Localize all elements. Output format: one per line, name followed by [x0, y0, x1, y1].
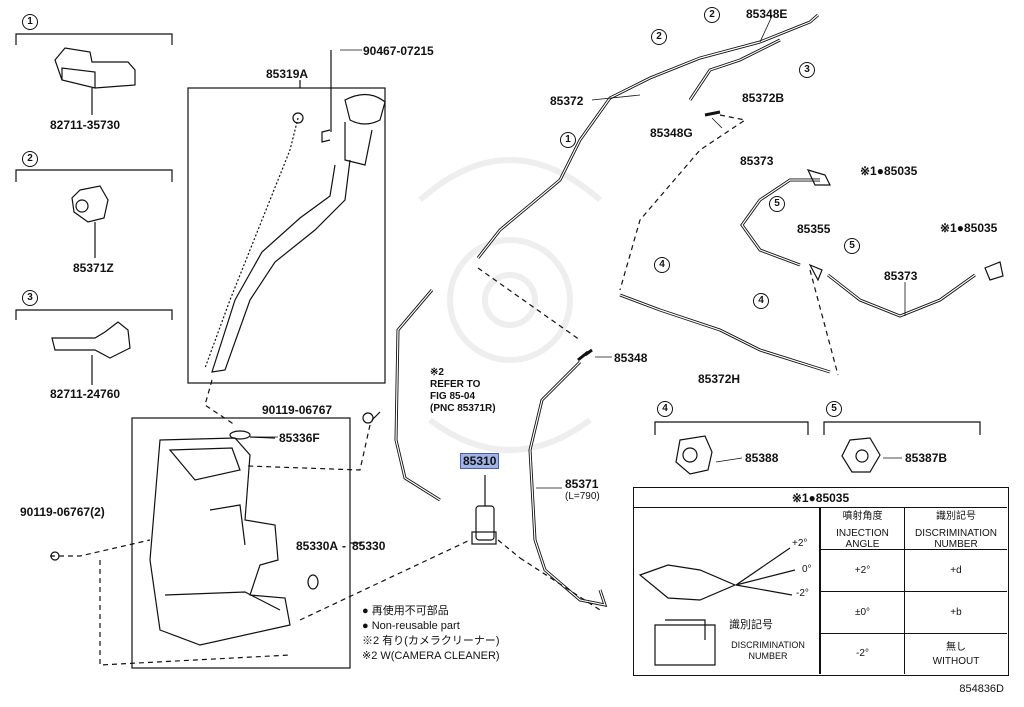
- injection-angle-table: ※1●85035 噴射角度 INJECTION ANGLE 識別記号 DISCR…: [633, 487, 1009, 676]
- label-90467-07215[interactable]: 90467-07215: [363, 44, 434, 58]
- label-85348E[interactable]: 85348E: [746, 7, 788, 21]
- row-2-mark: +b: [904, 592, 1007, 634]
- label-85371Z[interactable]: 85371Z: [73, 261, 114, 275]
- label-85035-lower[interactable]: ※1●85035: [940, 221, 998, 235]
- disc-label-jp: 識別記号: [729, 619, 773, 631]
- callout-2: 2: [22, 151, 38, 167]
- clip-85388-drawing: [675, 435, 713, 475]
- label-85035-upper[interactable]: ※1●85035: [860, 164, 918, 178]
- header-angle-jp: 噴射角度: [842, 511, 883, 522]
- row-3-angle: -2°: [820, 634, 904, 674]
- angle-minus2: -2°: [796, 588, 809, 599]
- callout-4: 4: [654, 257, 670, 273]
- legend: ● 再使用不可部品 ● Non-reusable part ※2 有り(カメラク…: [362, 604, 500, 664]
- label-85371[interactable]: 85371: [565, 477, 599, 491]
- row-1-angle: +2°: [820, 550, 904, 592]
- dipstick-drawing: [204, 117, 299, 369]
- label-90119-06767[interactable]: 90119-06767: [262, 403, 333, 417]
- refer-line-3: FIG 85-04: [430, 391, 476, 402]
- label-85310[interactable]: 85310: [460, 453, 500, 469]
- clip-82711-24760-drawing: [51, 321, 131, 385]
- label-85372[interactable]: 85372: [550, 94, 584, 108]
- callout-2: 2: [651, 29, 667, 45]
- label-85348[interactable]: 85348: [614, 351, 648, 365]
- filler-neck-drawing: [211, 50, 386, 373]
- disc-label-en: DISCRIMINATION NUMBER: [731, 640, 805, 661]
- clip-82711-35730-drawing: [54, 47, 136, 115]
- header-angle-en: INJECTION ANGLE: [836, 528, 889, 550]
- label-85371-length: (L=790): [565, 491, 600, 502]
- washer-tank-drawing: [149, 430, 319, 646]
- refer-note: ※2 REFER TO FIG 85-04 (PNC 85371R): [430, 367, 496, 415]
- callout-1: 1: [22, 14, 38, 30]
- header-disc-en: DISCRIMINATION NUMBER: [914, 528, 998, 550]
- label-85373-upper[interactable]: 85373: [740, 154, 774, 168]
- row-3-mark: 無し WITHOUT: [904, 634, 1007, 674]
- legend-line-3: ※2 有り(カメラクリーナー): [362, 635, 500, 647]
- legend-line-2: ● Non-reusable part: [362, 620, 460, 632]
- label-85372H[interactable]: 85372H: [698, 372, 741, 386]
- row-3-mark-jp: 無し: [946, 642, 966, 653]
- nozzle-angle-drawing: [638, 547, 796, 666]
- callout-3: 3: [22, 290, 38, 306]
- clip-85387B-drawing: [841, 437, 881, 473]
- table-title: ※1●85035: [634, 488, 1007, 508]
- header-disc-jp: 識別記号: [936, 511, 976, 522]
- label-dash: -: [342, 539, 346, 553]
- row-2-angle: ±0°: [820, 592, 904, 634]
- row-3-mark-en: WITHOUT: [932, 656, 980, 667]
- angle-zero: 0°: [802, 564, 812, 575]
- callout-4: 4: [753, 293, 769, 309]
- label-85355[interactable]: 85355: [797, 222, 831, 236]
- callout-3: 3: [799, 62, 815, 78]
- label-85319A[interactable]: 85319A: [266, 67, 309, 81]
- callout-5: 5: [826, 401, 842, 417]
- callout-4: 4: [657, 401, 673, 417]
- label-85348G[interactable]: 85348G: [650, 126, 693, 140]
- label-90119-06767-2[interactable]: 90119-06767(2): [20, 505, 105, 519]
- refer-line-2: REFER TO: [430, 379, 481, 390]
- callout-5: 5: [844, 238, 860, 254]
- row-1-mark: +d: [904, 550, 1007, 592]
- label-85372B[interactable]: 85372B: [742, 91, 785, 105]
- clip-85371Z-drawing: [71, 185, 109, 258]
- table-header-angle: 噴射角度 INJECTION ANGLE: [820, 508, 904, 550]
- legend-line-4: ※2 W(CAMERA CLEANER): [362, 650, 500, 662]
- pump-85310-drawing: [471, 475, 497, 545]
- callout-2: 2: [704, 7, 720, 23]
- nozzle-drawings: [806, 169, 1004, 282]
- label-85330A[interactable]: 85330A: [296, 539, 339, 553]
- label-85330[interactable]: 85330: [352, 539, 386, 553]
- label-82711-24760[interactable]: 82711-24760: [50, 387, 121, 401]
- angle-plus2: +2°: [792, 538, 808, 549]
- label-85388[interactable]: 85388: [745, 451, 779, 465]
- refer-line-1: ※2: [430, 367, 444, 378]
- label-85336F[interactable]: 85336F: [279, 431, 320, 445]
- label-82711-35730[interactable]: 82711-35730: [50, 118, 121, 132]
- legend-line-1: ● 再使用不可部品: [362, 605, 449, 617]
- refer-line-4: (PNC 85371R): [430, 403, 496, 414]
- label-85387B[interactable]: 85387B: [905, 451, 948, 465]
- table-left-col: [634, 508, 820, 674]
- figure-code: 854836D: [959, 683, 1004, 695]
- callout-5: 5: [769, 196, 785, 212]
- label-85373-lower[interactable]: 85373: [884, 269, 918, 283]
- table-header-disc: 識別記号 DISCRIMINATION NUMBER: [904, 508, 1007, 550]
- watermark-emblem: [418, 157, 602, 453]
- callout-1: 1: [560, 132, 576, 148]
